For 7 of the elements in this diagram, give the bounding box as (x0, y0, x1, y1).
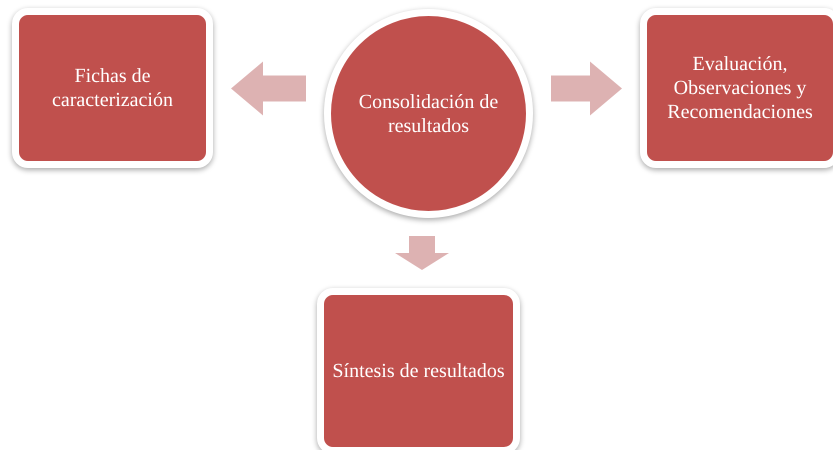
node-label: Consolidación de resultados (358, 90, 500, 138)
block-arrow (551, 62, 622, 116)
block-arrow (395, 236, 449, 270)
node-label: Síntesis de resultados (332, 359, 505, 383)
node-label: Evaluación, Observaciones y Recomendaciones (666, 52, 814, 124)
node-label: Fichas de caracterización (50, 64, 174, 112)
block-arrow (231, 62, 306, 116)
